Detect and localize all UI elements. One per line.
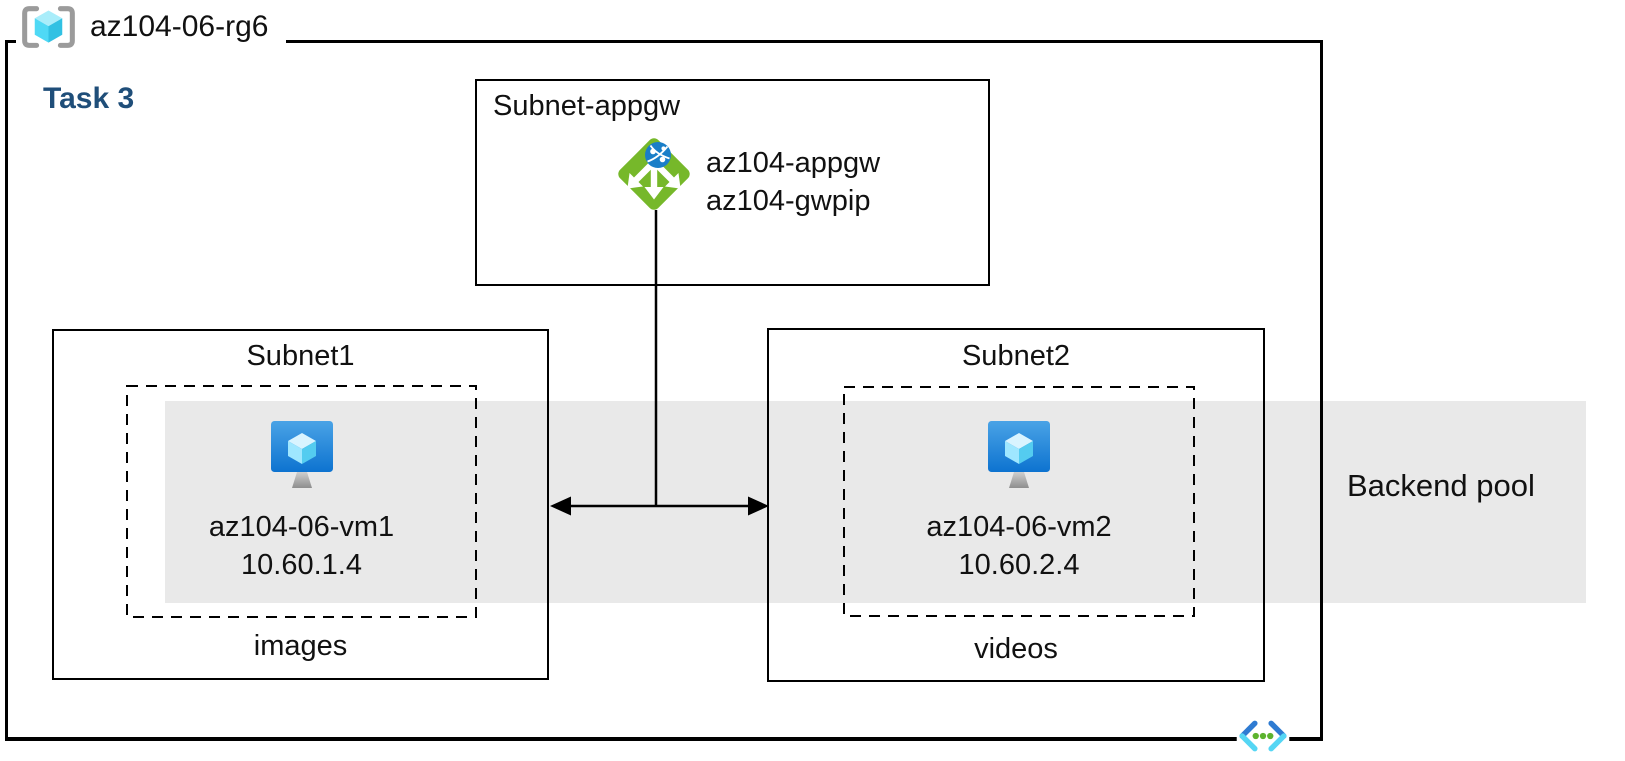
appgw-pip-name: az104-gwpip bbox=[706, 185, 871, 217]
backend-pool-label: Backend pool bbox=[1347, 468, 1535, 503]
virtual-machine-icon bbox=[988, 421, 1050, 488]
subnet2-label: Subnet2 bbox=[961, 340, 1071, 372]
vm1-ip: 10.60.1.4 bbox=[241, 549, 362, 581]
resource-group-box bbox=[5, 40, 1323, 741]
resource-group-icon bbox=[22, 6, 75, 48]
subnet1-label: Subnet1 bbox=[246, 340, 355, 372]
appgw-subnet-label: Subnet-appgw bbox=[493, 90, 681, 122]
vm2-ip: 10.60.2.4 bbox=[958, 549, 1080, 581]
resource-group-name: az104-06-rg6 bbox=[90, 10, 269, 43]
appgw-subnet-box: Subnet-appgw bbox=[475, 79, 990, 286]
virtual-network-icon bbox=[1236, 720, 1290, 752]
task-label: Task 3 bbox=[43, 82, 135, 115]
virtual-machine-icon bbox=[270, 421, 333, 488]
application-gateway-icon bbox=[618, 138, 690, 210]
vm1-name: az104-06-vm1 bbox=[208, 511, 395, 543]
appgw-name: az104-appgw bbox=[706, 147, 881, 179]
vm1-block: az104-06-vm1 10.60.1.4 bbox=[126, 420, 477, 584]
vm2-block: az104-06-vm2 10.60.2.4 bbox=[843, 420, 1195, 584]
subnet1-box bbox=[52, 329, 549, 680]
vm2-name: az104-06-vm2 bbox=[926, 511, 1112, 543]
appgw-name-labels: az104-appgw az104-gwpip bbox=[706, 144, 880, 220]
resource-group-header: az104-06-rg6 bbox=[16, 2, 287, 52]
subnet1-caption: images bbox=[253, 630, 348, 662]
subnet2-caption: videos bbox=[974, 633, 1058, 665]
